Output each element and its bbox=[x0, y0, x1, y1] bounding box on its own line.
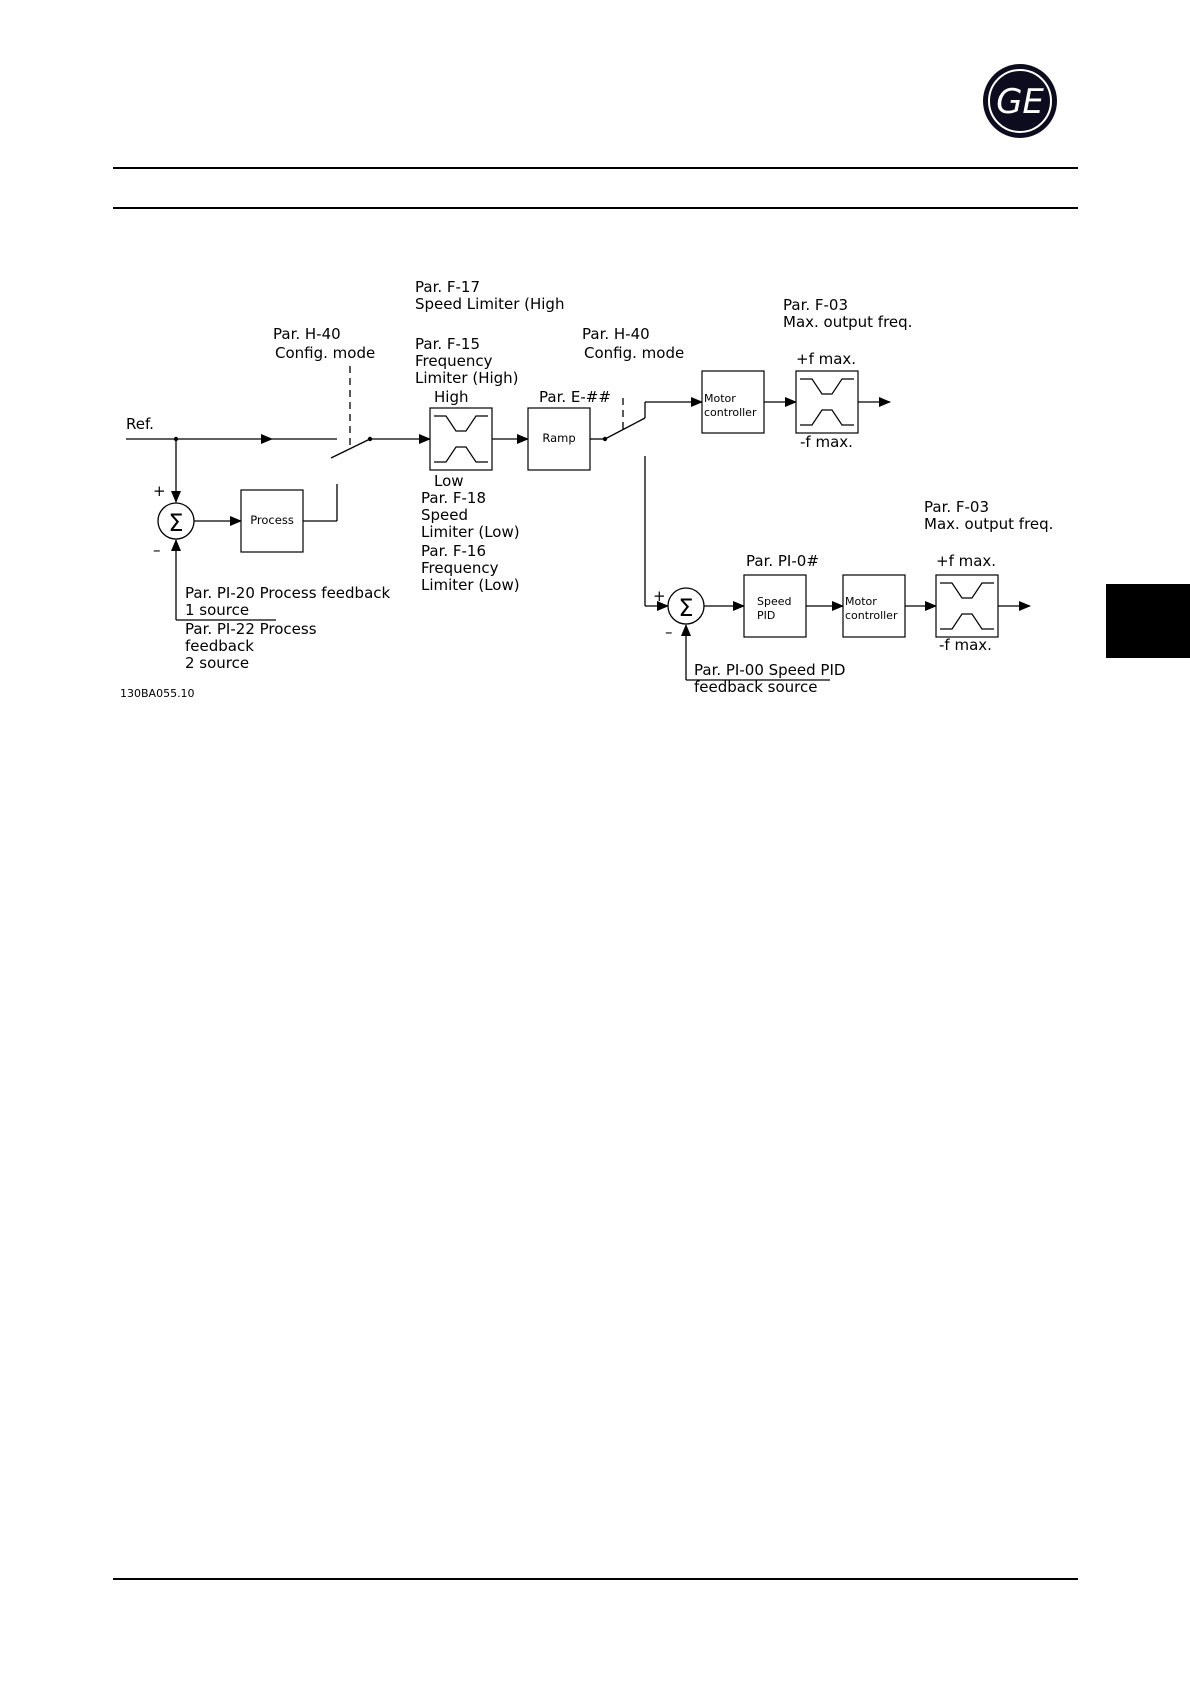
sum1-plus: + bbox=[153, 482, 166, 500]
par-f16-line1: Par. F-16 bbox=[421, 542, 486, 560]
par-pi20-line2: 1 source bbox=[185, 601, 249, 619]
par-pi20-line1: Par. PI-20 Process feedback bbox=[185, 584, 391, 602]
motor-controller-block-1 bbox=[701, 370, 765, 434]
speed-pid-line1: Speed bbox=[757, 595, 791, 608]
ge-logo-icon: GE bbox=[983, 64, 1057, 138]
svg-text:Σ: Σ bbox=[678, 594, 693, 622]
limiter-high-label: High bbox=[434, 388, 468, 406]
par-f18-line3: Limiter (Low) bbox=[421, 523, 520, 541]
max-frequency-limiter-block-top bbox=[795, 370, 859, 434]
par-pi22-line3: 2 source bbox=[185, 654, 249, 672]
par-f15-line3: Limiter (High) bbox=[415, 369, 519, 387]
speed-pid-block bbox=[743, 574, 807, 638]
speed-pid-line2: PID bbox=[757, 609, 775, 622]
summation-junction-1: Σ bbox=[157, 502, 195, 540]
par-pi22-line2: feedback bbox=[185, 637, 254, 655]
par-f17-line2: Speed Limiter (High bbox=[415, 295, 564, 313]
par-pi0-label: Par. PI-0# bbox=[746, 552, 819, 570]
ref-label: Ref. bbox=[126, 415, 154, 433]
process-block bbox=[240, 489, 304, 553]
par-h40-right-line2: Config. mode bbox=[584, 344, 684, 362]
par-f03-bottom-line1: Par. F-03 bbox=[924, 498, 989, 516]
par-f15-line1: Par. F-15 bbox=[415, 335, 480, 353]
motor-controller-2-line1: Motor bbox=[845, 595, 877, 608]
svg-text:Σ: Σ bbox=[168, 509, 183, 537]
par-pi22-line1: Par. PI-22 Process bbox=[185, 620, 317, 638]
par-f18-line2: Speed bbox=[421, 506, 468, 524]
header-rule-bottom bbox=[113, 207, 1078, 209]
motor-controller-1-line1: Motor bbox=[704, 392, 736, 405]
sum1-minus: – bbox=[153, 541, 161, 559]
footer-rule bbox=[113, 1578, 1078, 1580]
fmax-minus-top: -f max. bbox=[800, 433, 853, 451]
fmax-plus-bottom: +f max. bbox=[936, 552, 996, 570]
max-frequency-limiter-block-bottom bbox=[935, 574, 999, 638]
svg-text:GE: GE bbox=[996, 82, 1044, 122]
par-f03-top-line1: Par. F-03 bbox=[783, 296, 848, 314]
process-label: Process bbox=[250, 513, 294, 527]
par-f15-line2: Frequency bbox=[415, 352, 493, 370]
fmax-plus-top: +f max. bbox=[796, 350, 856, 368]
par-pi00-line1: Par. PI-00 Speed PID bbox=[694, 661, 845, 679]
sum2-minus: – bbox=[665, 623, 673, 641]
par-h40-left-line2: Config. mode bbox=[275, 344, 375, 362]
motor-controller-2-line2: controller bbox=[845, 609, 898, 622]
par-f17-line1: Par. F-17 bbox=[415, 278, 480, 296]
par-f03-top-line2: Max. output freq. bbox=[783, 313, 912, 331]
par-f16-line2: Frequency bbox=[421, 559, 499, 577]
motor-controller-block-2 bbox=[842, 574, 906, 638]
ramp-label: Ramp bbox=[542, 431, 575, 445]
limiter-low-label: Low bbox=[434, 472, 464, 490]
par-h40-left-line1: Par. H-40 bbox=[273, 325, 341, 343]
par-pi00-line2: feedback source bbox=[694, 678, 818, 696]
chapter-tab bbox=[1106, 584, 1190, 658]
speed-frequency-limiter-block bbox=[429, 407, 493, 471]
summation-junction-2: Σ bbox=[667, 587, 705, 625]
par-f16-line3: Limiter (Low) bbox=[421, 576, 520, 594]
par-h40-right-line1: Par. H-40 bbox=[582, 325, 650, 343]
ramp-block bbox=[527, 407, 591, 471]
par-f03-bottom-line2: Max. output freq. bbox=[924, 515, 1053, 533]
par-e-label: Par. E-## bbox=[539, 388, 611, 406]
fmax-minus-bottom: -f max. bbox=[939, 636, 992, 654]
sum2-plus: + bbox=[653, 587, 666, 605]
par-f18-line1: Par. F-18 bbox=[421, 489, 486, 507]
figure-code: 130BA055.10 bbox=[120, 687, 195, 700]
header-rule-top bbox=[113, 167, 1078, 169]
motor-controller-1-line2: controller bbox=[704, 406, 757, 419]
